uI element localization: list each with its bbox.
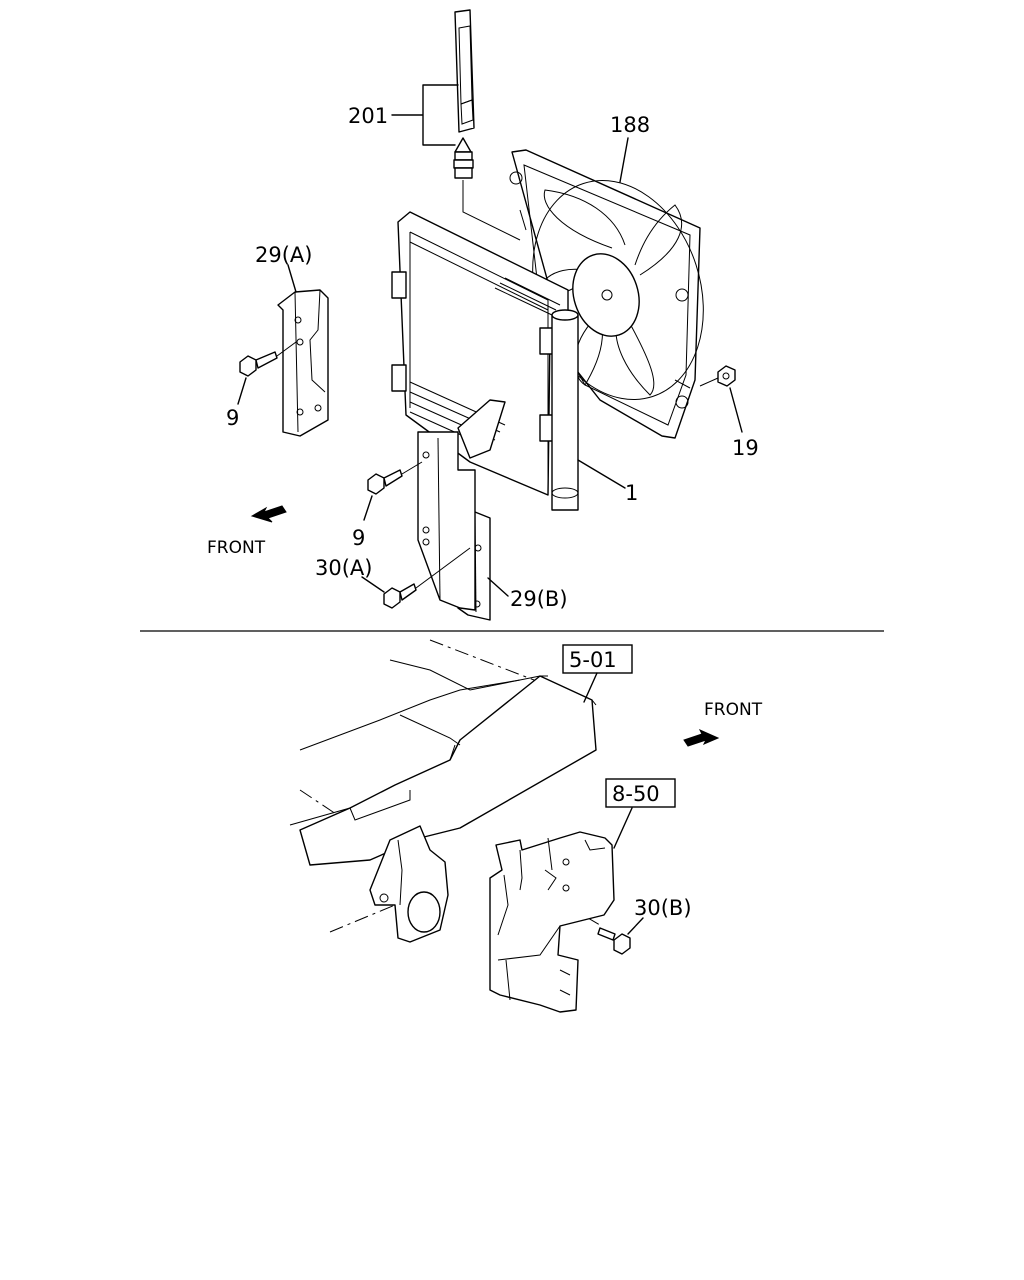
condenser-lower-bracket	[417, 431, 476, 611]
part-label-30a: 30(A)	[315, 556, 372, 580]
frame-mount-bracket	[369, 825, 449, 943]
support-bracket	[489, 831, 615, 1013]
part-label-19: 19	[732, 436, 759, 460]
ref-box-5-01: 5-01	[562, 644, 633, 703]
part-201-label-strip	[454, 9, 475, 133]
part-label-29b: 29(B)	[510, 587, 568, 611]
part-label-29a: 29(A)	[255, 243, 312, 267]
part-30b-bolt	[597, 927, 631, 955]
front-label-lower: FRONT	[704, 700, 763, 720]
part-label-1: 1	[625, 481, 638, 505]
part-9-bolt-lower	[367, 461, 423, 495]
part-label-9-lower: 9	[352, 526, 365, 550]
part-label-201: 201	[348, 104, 388, 128]
part-9-bolt-upper	[239, 341, 297, 377]
ref-box-8-50: 8-50	[605, 778, 676, 849]
part-1-condenser	[391, 211, 579, 511]
front-arrow-icon	[683, 728, 720, 747]
front-label-upper: FRONT	[207, 538, 266, 558]
chassis-frame	[289, 659, 597, 866]
front-indicator-lower: FRONT	[683, 700, 763, 747]
part-label-9-upper: 9	[226, 406, 239, 430]
frame-bracket-assembly: 5-01 FRONT 8-50	[289, 639, 763, 1013]
part-201-grommet	[453, 137, 474, 179]
ref-label-5-01: 5-01	[569, 648, 617, 672]
part-30a-bolt	[383, 547, 471, 609]
part-label-188: 188	[610, 113, 650, 137]
part-19-nut	[699, 365, 736, 387]
part-188-fan-shroud	[509, 149, 704, 439]
part-label-30b: 30(B)	[634, 896, 692, 920]
part-29a-bracket	[277, 289, 329, 437]
ref-label-8-50: 8-50	[612, 782, 660, 806]
front-arrow-icon	[250, 505, 287, 523]
front-indicator-upper: FRONT	[207, 505, 287, 558]
condenser-fan-assembly: 201 188	[207, 9, 759, 621]
